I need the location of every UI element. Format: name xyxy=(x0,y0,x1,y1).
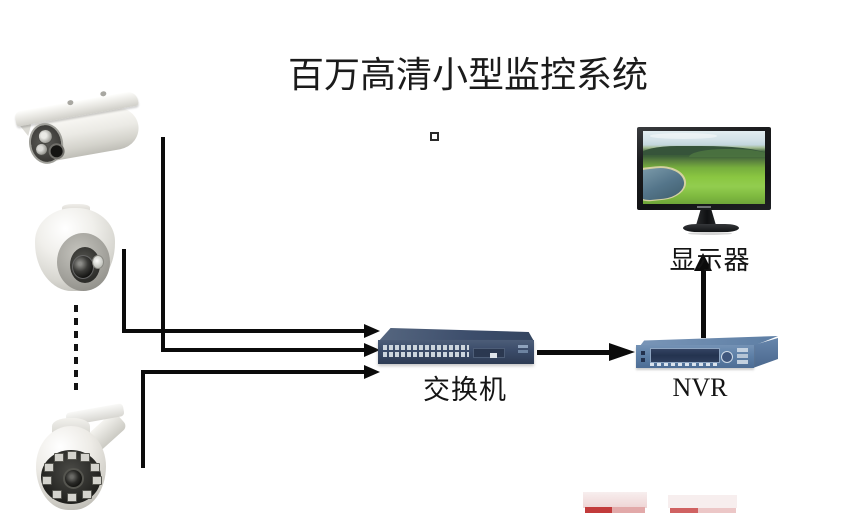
ptz-front-panel xyxy=(41,450,102,504)
dome-camera-icon xyxy=(32,204,118,292)
nvr-button xyxy=(737,354,748,358)
ir-led xyxy=(42,476,52,485)
monitor-stand-shadow xyxy=(688,232,732,235)
connector-ptz-to-switch-horizontal xyxy=(141,370,364,374)
camera-lens xyxy=(72,255,94,279)
connector-bullet-to-switch-horizontal xyxy=(161,348,364,352)
ir-led xyxy=(34,141,50,157)
ir-led xyxy=(67,451,77,460)
watermark-fragment xyxy=(612,507,645,513)
nvr-display-panel xyxy=(650,348,720,363)
ir-led xyxy=(52,490,62,499)
screen-treeline-2 xyxy=(689,149,765,158)
bullet-camera-icon xyxy=(12,75,159,181)
monitor-stand-base xyxy=(683,224,739,232)
connector-dome-to-switch-horizontal xyxy=(122,329,364,333)
connector-bullet-to-switch-vertical xyxy=(161,137,165,351)
switch-ports-row xyxy=(383,345,469,350)
switch-uplink-port xyxy=(490,353,497,358)
ellipsis-dotted-line xyxy=(74,305,78,390)
ptz-housing xyxy=(36,426,106,510)
stray-square-artifact xyxy=(430,132,439,141)
watermark-fragment xyxy=(583,492,647,508)
connector-switch-to-nvr xyxy=(537,350,611,355)
switch-label: 交换机 xyxy=(423,375,507,405)
monitor-brand-mark xyxy=(697,206,711,208)
monitor-label: 显示器 xyxy=(669,246,751,275)
nvr-button xyxy=(737,348,748,352)
ir-led xyxy=(54,453,64,462)
switch-led xyxy=(518,345,528,348)
switch-ports-row xyxy=(383,352,469,357)
switch-icon xyxy=(378,340,534,364)
arrowhead-into-switch-1 xyxy=(364,324,380,338)
connector-nvr-to-monitor xyxy=(701,270,706,338)
switch-led xyxy=(518,350,528,353)
ir-led xyxy=(92,476,102,485)
nvr-label: NVR xyxy=(672,373,728,402)
nvr-led xyxy=(641,351,645,355)
connector-ptz-to-switch-vertical xyxy=(141,370,145,468)
nvr-top-face xyxy=(640,336,778,346)
connector-dome-to-switch-vertical xyxy=(122,249,126,333)
watermark-fragment xyxy=(670,508,698,513)
arrowhead-into-switch-3 xyxy=(364,365,380,379)
monitor-stand-neck xyxy=(696,210,716,225)
camera-lens xyxy=(63,468,84,489)
ir-led xyxy=(44,463,54,472)
arrowhead-into-switch-2 xyxy=(364,343,380,357)
watermark-fragment xyxy=(668,495,737,508)
ir-led xyxy=(67,493,77,502)
ir-led xyxy=(80,453,90,462)
monitor-screen xyxy=(643,131,765,204)
arrowhead-into-nvr xyxy=(609,343,635,361)
nvr-vents xyxy=(650,363,720,366)
nvr-icon xyxy=(636,345,754,368)
monitor-icon xyxy=(637,127,771,210)
arrowhead-into-monitor xyxy=(694,253,712,271)
switch-top-face xyxy=(379,327,534,341)
nvr-led xyxy=(641,358,645,362)
ptz-camera-icon xyxy=(26,400,146,513)
nvr-button xyxy=(737,360,748,364)
ir-led xyxy=(82,490,92,499)
ir-led xyxy=(92,255,104,269)
page-title: 百万高清小型监控系统 xyxy=(288,55,649,95)
switch-module-slot xyxy=(473,348,505,358)
watermark-fragment xyxy=(585,507,612,513)
screen-cloud xyxy=(650,133,718,140)
nvr-jog-button xyxy=(721,351,733,363)
ir-led xyxy=(90,463,100,472)
watermark-fragment xyxy=(698,508,736,513)
